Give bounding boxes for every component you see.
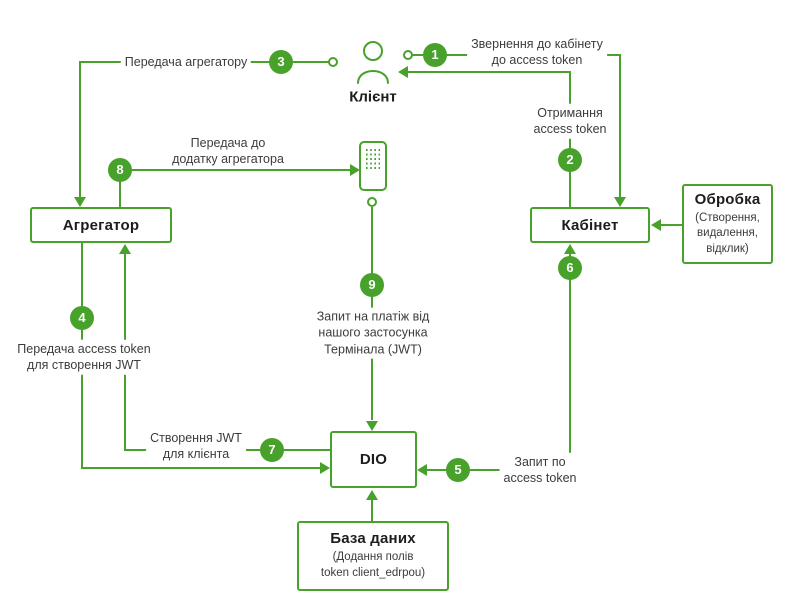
arrowhead-step1-down-icon xyxy=(614,197,626,207)
start-dot-step9 xyxy=(367,197,377,207)
person-icon xyxy=(357,41,389,84)
arrowhead-step6-left-icon xyxy=(417,464,427,476)
node-processing: Обробка (Створення, видалення, відклик) xyxy=(682,184,773,264)
step-8-label: Передача до додатку агрегатора xyxy=(168,133,288,169)
node-aggregator: Агрегатор xyxy=(30,207,172,243)
step-1-badge: 1 xyxy=(423,43,447,67)
step-5-label: Запит по access token xyxy=(499,452,581,488)
step-2-label: Отримання access token xyxy=(529,103,611,139)
node-database-subtitle: (Додання полів token client_edrpou) xyxy=(320,551,426,579)
arrowhead-step8-right-icon xyxy=(350,164,360,176)
node-database: База даних (Додання полів token client_e… xyxy=(297,521,449,591)
arrowhead-step9-down-icon xyxy=(366,421,378,431)
step-7-badge: 7 xyxy=(260,438,284,462)
step-9-label: Запит на платіж від нашого застосунка Те… xyxy=(312,307,434,359)
node-cabinet: Кабінет xyxy=(530,207,650,243)
line-step7 xyxy=(124,254,330,451)
arrowhead-step3-down-icon xyxy=(74,197,86,207)
step-1-label: Звернення до кабінету до access token xyxy=(467,34,607,70)
step-7-label: Створення JWT для клієнта xyxy=(146,428,246,464)
node-aggregator-label: Агрегатор xyxy=(62,216,140,234)
arrowhead-step4-right-icon xyxy=(320,462,330,474)
step-8-badge: 8 xyxy=(108,158,132,182)
phone-terminal-icon xyxy=(359,141,387,191)
step-2-badge: 2 xyxy=(558,148,582,172)
arrowhead-step2-left-icon xyxy=(398,66,408,78)
step-6-badge: 6 xyxy=(558,256,582,280)
step-4-badge: 4 xyxy=(70,306,94,330)
line-step5-6 xyxy=(427,254,571,471)
node-client-label: Клієнт xyxy=(349,88,397,106)
step-3-badge: 3 xyxy=(269,50,293,74)
node-cabinet-label: Кабінет xyxy=(561,216,619,234)
arrowhead-step5-up-icon xyxy=(564,244,576,254)
node-processing-subtitle: (Створення, видалення, відклик) xyxy=(695,211,760,255)
arrowhead-database-up-icon xyxy=(366,490,378,500)
node-dio: DIO xyxy=(330,431,417,488)
node-database-title: База даних xyxy=(330,530,416,548)
node-dio-label: DIO xyxy=(359,451,388,468)
step-9-badge: 9 xyxy=(360,273,384,297)
start-dot-step1 xyxy=(403,50,413,60)
node-processing-title: Обробка xyxy=(694,190,761,208)
line-step2 xyxy=(408,71,571,207)
step-4-label: Передача access token для створення JWT xyxy=(13,339,155,375)
start-dot-step3 xyxy=(328,57,338,67)
line-step8 xyxy=(119,169,350,207)
arrowhead-processing-left-icon xyxy=(651,219,661,231)
step-3-label: Передача агрегатору xyxy=(120,52,252,72)
arrowhead-step7-up-icon xyxy=(119,244,131,254)
step-5-badge: 5 xyxy=(446,458,470,482)
